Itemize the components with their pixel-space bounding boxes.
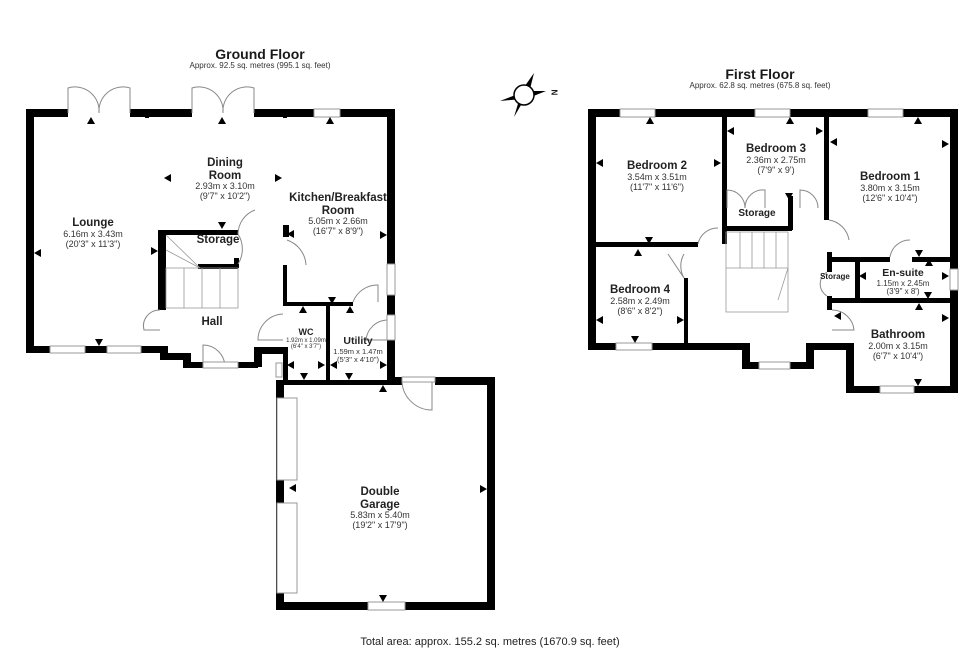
ground-floor-doors [67,86,433,411]
compass-icon [500,73,546,117]
room-wc: WC 1.92m x 1.09m (6'4" x 3'7") [281,327,331,351]
room-metric: 1.59m x 1.47m [333,346,383,356]
room-storage-ff: Storage [731,208,783,219]
room-name: WC [298,327,314,337]
room-name: Dining Room [207,157,243,182]
first-floor-header: First Floor Approx. 62.8 sq. metres (675… [660,66,860,91]
first-floor-title: First Floor [725,66,795,82]
room-metric: 6.16m x 3.43m [63,228,123,239]
room-metric: 3.80m x 3.15m [860,182,920,193]
first-floor-area: Approx. 62.8 sq. metres (675.8 sq. feet) [689,81,831,91]
room-metric: 1.15m x 2.45m [876,278,930,288]
first-floor-doors [667,189,911,331]
room-metric: 3.54m x 3.51m [627,171,687,182]
room-name: Bedroom 3 [745,143,807,155]
room-name: Bathroom [870,329,926,341]
room-metric: 5.83m x 5.40m [350,510,410,521]
first-floor-windows [615,108,959,394]
room-name: Kitchen/Breakfast Room [289,192,387,217]
compass-north-label: N [549,89,559,96]
room-name: Double Garage [360,486,400,511]
room-bedroom-2: Bedroom 2 3.54m x 3.51m (11'7" x 11'6") [617,160,697,192]
total-area: Total area: approx. 155.2 sq. metres (16… [360,636,620,648]
room-metric: 2.58m x 2.49m [610,295,670,306]
room-storage-gf: Storage [183,234,253,247]
room-metric: 1.92m x 1.09m [286,337,326,344]
room-imperial: (16'7" x 8'9") [312,226,364,237]
room-hall: Hall [192,316,232,329]
room-imperial: (8'6" x 8'2") [617,305,663,316]
ground-floor-header: Ground Floor Approx. 92.5 sq. metres (99… [160,46,360,71]
room-imperial: (11'7" x 11'6") [629,181,685,192]
first-floor-walls [588,109,958,393]
room-kitchen: Kitchen/Breakfast Room 5.05m x 2.66m (16… [283,192,393,237]
room-garage: Double Garage 5.83m x 5.40m (19'2" x 17'… [340,486,420,531]
room-imperial: (12'6" x 10'4") [862,192,918,203]
room-dining: Dining Room 2.93m x 3.10m (9'7" x 10'2") [180,157,270,202]
room-imperial: (6'7" x 10'4") [872,350,924,361]
room-bedroom-1: Bedroom 1 3.80m x 3.15m (12'6" x 10'4") [848,171,932,203]
room-imperial: (7'9" x 9') [757,164,795,175]
room-name: Hall [201,316,223,328]
room-name: Storage [738,208,776,219]
room-bathroom: Bathroom 2.00m x 3.15m (6'7" x 10'4") [858,329,938,361]
room-storage-landing: Storage [815,272,855,282]
ground-floor-title: Ground Floor [215,46,305,62]
ground-floor-windows [49,108,436,611]
room-metric: 2.93m x 3.10m [195,181,255,192]
room-ensuite: En-suite 1.15m x 2.45m (3'9" x 8') [866,267,940,297]
room-imperial: (19'2" x 17'9") [352,520,408,531]
room-name: Storage [820,272,850,281]
room-imperial: (9'7" x 10'2") [199,191,251,202]
room-metric: 5.05m x 2.66m [308,216,368,227]
room-name: Utility [343,335,373,347]
room-metric: 2.00m x 3.15m [868,340,928,351]
first-floor-stairs [725,231,789,313]
room-bedroom-4: Bedroom 4 2.58m x 2.49m (8'6" x 8'2") [600,284,680,316]
ground-floor-stairs [165,234,239,309]
room-imperial: (3'9" x 8') [886,287,920,297]
ground-floor-walls [26,109,495,610]
room-name: Lounge [72,217,114,229]
room-metric: 2.36m x 2.75m [746,154,806,165]
ground-floor-area: Approx. 92.5 sq. metres (995.1 sq. feet) [189,61,331,71]
room-utility: Utility 1.59m x 1.47m (5'3" x 4'10") [330,335,386,364]
room-name: Storage [196,234,240,246]
room-name: Bedroom 1 [859,171,921,183]
room-lounge: Lounge 6.16m x 3.43m (20'3" x 11'3") [48,217,138,249]
room-imperial: (20'3" x 11'3") [65,238,121,249]
room-name: Bedroom 4 [609,284,671,296]
room-name: Bedroom 2 [626,160,688,172]
room-name: En-suite [882,267,924,279]
room-imperial: (6'4" x 3'7") [290,344,322,351]
room-imperial: (5'3" x 4'10") [337,354,379,364]
room-bedroom-3: Bedroom 3 2.36m x 2.75m (7'9" x 9') [736,143,816,175]
